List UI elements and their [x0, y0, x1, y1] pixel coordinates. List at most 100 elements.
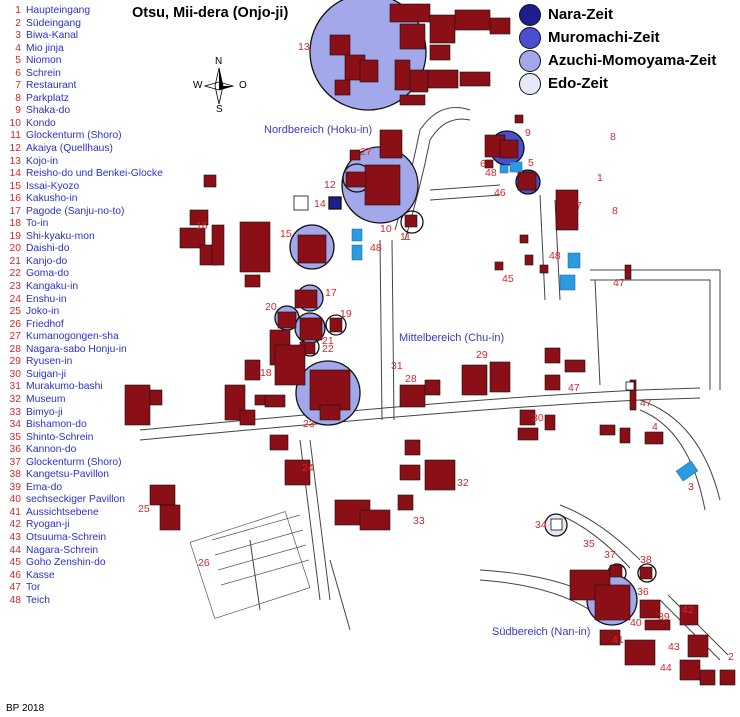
- era-circle-kangetsu: [637, 563, 657, 583]
- legend-item-number: 13: [9, 155, 21, 167]
- legend-item-name: Nagara-Schrein: [26, 544, 99, 556]
- legend-item-number: 33: [9, 406, 21, 418]
- era-box-reisho-do: [328, 196, 342, 210]
- legend-item-name: Shaka-do: [26, 105, 71, 117]
- map-number-label: 41: [612, 634, 624, 646]
- compass: N S W O: [193, 56, 247, 115]
- legend-item-name: Glockenturm (Shoro): [26, 456, 122, 468]
- legend-item-name: Nagara-sabo Honju-in: [26, 343, 127, 355]
- legend-item-name: Pagode (Sanju-no-to): [26, 205, 125, 217]
- map-number-label: 35: [583, 538, 595, 550]
- legend-item-name: Issai-Kyozo: [26, 180, 80, 192]
- map-number-label: 4: [652, 421, 658, 433]
- legend-item-number: 35: [9, 431, 21, 443]
- map-number-label: 19: [340, 308, 352, 320]
- legend-item-name: Südeingang: [26, 17, 81, 29]
- map-number-label: 11: [400, 231, 411, 243]
- legend-item-number: 17: [9, 205, 21, 217]
- legend-item-name: Aussichtsebene: [26, 506, 99, 518]
- compass-north: N: [215, 56, 223, 67]
- legend-item-name: Mio jinja: [26, 42, 64, 54]
- map-number-label: 46: [494, 187, 506, 199]
- legend-item-number: 15: [9, 180, 21, 192]
- legend-item-name: Niomon: [26, 55, 62, 67]
- era-legend-item: Azuchi-Momoyama-Zeit: [519, 49, 716, 72]
- legend-item-number: 27: [9, 331, 21, 343]
- legend-item-number: 32: [9, 393, 21, 405]
- map-number-label: 37: [604, 549, 616, 561]
- map-number-label: 47: [568, 382, 580, 394]
- era-color-swatch: [519, 26, 541, 49]
- map-number-label: 12: [324, 179, 336, 191]
- area-label-south: Südbereich (Nan-in): [492, 626, 591, 638]
- legend-item-name: Museum: [26, 393, 66, 405]
- map-number-label: 48: [549, 250, 561, 262]
- legend-item-number: 41: [9, 506, 21, 518]
- compass-rose-icon: [203, 67, 235, 105]
- map-number-label: 48: [370, 242, 382, 254]
- era-name: Nara-Zeit: [548, 6, 614, 23]
- map-number-label: 18: [260, 367, 272, 379]
- legend-item: 48 Teich: [4, 595, 164, 608]
- era-name: Muromachi-Zeit: [548, 29, 660, 46]
- legend-item-name: To-in: [26, 218, 49, 230]
- legend-item-name: Akaiya (Quellhaus): [26, 143, 113, 155]
- legend-item: 17 Pagode (Sanju-no-to): [4, 206, 164, 219]
- legend-item-name: Reisho-do und Benkei-Glocke: [26, 168, 163, 180]
- map-numbers: 1234567889101112131415161718192021222324…: [138, 41, 734, 674]
- legend-item-number: 34: [9, 419, 21, 431]
- map-number-label: 20: [265, 301, 277, 313]
- map-number-label: 32: [457, 477, 469, 489]
- legend-item-number: 9: [15, 105, 21, 117]
- era-legend-item: Edo-Zeit: [519, 72, 716, 95]
- legend-item: 7 Restaurant: [4, 80, 164, 93]
- map-number-label: 26: [198, 557, 210, 569]
- legend-item-number: 37: [9, 456, 21, 468]
- map-number-label: 44: [660, 662, 672, 674]
- legend-item-number: 48: [9, 594, 21, 606]
- legend-item-name: Friedhof: [26, 318, 64, 330]
- map-number-label: 36: [637, 586, 649, 598]
- map-number-label: 47: [613, 277, 625, 289]
- map-number-label: 34: [535, 519, 547, 531]
- map-number-label: 16: [196, 220, 208, 232]
- map-number-label: 40: [630, 617, 642, 629]
- legend-item-name: Glockenturm (Shoro): [26, 130, 122, 142]
- legend-item-number: 24: [9, 293, 21, 305]
- map-number-label: 47: [640, 397, 652, 409]
- legend-item-name: Restaurant: [26, 80, 77, 92]
- legend-item-number: 31: [9, 381, 21, 393]
- legend-item-number: 47: [9, 582, 21, 594]
- map-title: Otsu, Mii-dera (Onjo-ji): [132, 5, 289, 21]
- legend-item-name: Teich: [26, 594, 51, 606]
- map-number-label: 38: [640, 554, 652, 566]
- map-number-label: 8: [612, 205, 618, 217]
- legend-item-number: 7: [15, 80, 21, 92]
- map-number-label: 27: [360, 146, 372, 158]
- legend-item-name: Kojo-in: [26, 155, 59, 167]
- buildings: [124, 3, 736, 686]
- legend-item-number: 4: [15, 42, 21, 54]
- map-number-label: 15: [280, 228, 292, 240]
- map-number-label: 8: [610, 131, 616, 143]
- legend-item-name: Goho Zenshin-do: [26, 557, 106, 569]
- legend-item: 37 Glockenturm (Shoro): [4, 457, 164, 470]
- compass-south: S: [216, 104, 223, 115]
- map-number-label: 39: [658, 611, 670, 623]
